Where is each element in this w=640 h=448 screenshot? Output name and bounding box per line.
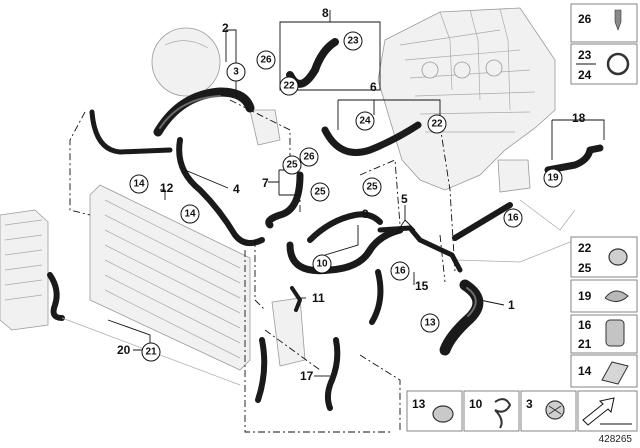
- circled-23: 23: [343, 31, 363, 51]
- svg-text:16: 16: [394, 266, 406, 277]
- svg-text:23: 23: [347, 36, 359, 47]
- circled-14-b: 14: [180, 204, 200, 224]
- svg-text:21: 21: [145, 347, 157, 358]
- legend-box-19: 19: [570, 279, 638, 313]
- callout-11: 11: [312, 291, 325, 305]
- circled-16-b: 16: [503, 208, 523, 228]
- svg-text:14: 14: [133, 179, 145, 190]
- circled-25-c: 25: [362, 177, 382, 197]
- svg-text:19: 19: [578, 289, 592, 303]
- svg-text:25: 25: [578, 261, 592, 275]
- svg-text:10: 10: [316, 259, 328, 270]
- circled-26: 26: [256, 50, 276, 70]
- svg-text:26: 26: [578, 12, 592, 26]
- engine-block: [377, 7, 556, 191]
- legend-box-3: 3: [520, 390, 577, 432]
- band-clamp-icon: [432, 405, 454, 423]
- radiator: [0, 184, 251, 371]
- assembly-lines: [69, 99, 456, 433]
- legend-box-14: 14: [570, 354, 638, 388]
- callout-1: 1: [508, 298, 515, 312]
- callout-12: 12: [160, 181, 174, 195]
- legend-box-23-24: 23 24: [570, 43, 638, 85]
- svg-text:23: 23: [578, 48, 592, 62]
- svg-text:13: 13: [412, 397, 426, 411]
- circled-24: 24: [355, 111, 375, 131]
- callout-15: 15: [415, 279, 429, 293]
- svg-text:16: 16: [507, 213, 519, 224]
- svg-text:22: 22: [283, 81, 295, 92]
- callout-9: 9: [362, 207, 369, 221]
- svg-text:26: 26: [303, 152, 315, 163]
- svg-text:10: 10: [469, 397, 483, 411]
- legend-box-arrow: [577, 390, 638, 432]
- svg-text:14: 14: [578, 364, 592, 378]
- bolt-icon: [614, 9, 622, 31]
- spring-clamp-icon: [604, 290, 629, 302]
- bottom-legend: 13 10 3: [406, 390, 638, 432]
- holder-icon: [494, 398, 512, 429]
- circled-13: 13: [420, 313, 440, 333]
- callout-2: 2: [222, 21, 229, 35]
- svg-text:22: 22: [578, 241, 592, 255]
- svg-text:24: 24: [359, 116, 371, 127]
- svg-text:22: 22: [431, 119, 443, 130]
- callout-18: 18: [572, 111, 586, 125]
- svg-text:3: 3: [526, 397, 533, 411]
- expansion-tank: [151, 27, 281, 146]
- o-ring-icon: [606, 52, 630, 76]
- svg-text:3: 3: [233, 67, 239, 78]
- document-id: 428265: [598, 434, 632, 445]
- hose-clip-icon: [601, 361, 629, 385]
- svg-text:26: 26: [260, 55, 272, 66]
- callout-20: 20: [117, 343, 131, 357]
- circled-3: 3: [226, 62, 246, 82]
- svg-text:13: 13: [424, 318, 436, 329]
- circled-callouts: 3 26 23 22 24 22 26 25 25 25 14 14 10 16…: [129, 31, 563, 362]
- legend-box-22-25: 22 25: [570, 236, 638, 278]
- leader-lines: [107, 10, 605, 377]
- svg-text:24: 24: [578, 68, 592, 82]
- circled-22-b: 22: [427, 114, 447, 134]
- lower-tank: [271, 297, 306, 367]
- legend-box-13: 13: [406, 390, 463, 432]
- callout-8: 8: [322, 6, 329, 20]
- clamp-icon: [608, 248, 628, 266]
- circled-14: 14: [129, 174, 149, 194]
- hose-group: [47, 38, 604, 411]
- legend-box-26: 26: [570, 3, 638, 43]
- circled-22: 22: [279, 76, 299, 96]
- callout-5: 5: [401, 192, 408, 206]
- svg-text:25: 25: [366, 182, 378, 193]
- legend-box-10: 10: [463, 390, 520, 432]
- right-metal-pipe: [454, 159, 576, 263]
- svg-text:19: 19: [547, 173, 559, 184]
- side-legend: 26 23 24 22 25 19 16 21 1: [570, 3, 638, 388]
- circled-25: 25: [282, 155, 302, 175]
- svg-text:25: 25: [286, 160, 298, 171]
- circled-19: 19: [543, 168, 563, 188]
- svg-text:21: 21: [578, 337, 592, 351]
- circled-21: 21: [141, 342, 161, 362]
- callout-6: 6: [370, 80, 377, 94]
- circled-16: 16: [390, 261, 410, 281]
- circled-26-b: 26: [299, 147, 319, 167]
- quick-connector-icon: [605, 319, 625, 347]
- legend-box-16-21: 16 21: [570, 314, 638, 354]
- callout-numbers: 2 8 6 4 7 12 9 5 15 11 1 18 17 20: [117, 6, 586, 383]
- callout-7: 7: [262, 176, 269, 190]
- callout-17: 17: [300, 369, 314, 383]
- direction-arrow-icon: [582, 397, 615, 426]
- callout-4: 4: [233, 182, 240, 196]
- svg-text:25: 25: [314, 187, 326, 198]
- svg-text:16: 16: [578, 318, 592, 332]
- circled-25-b: 25: [310, 182, 330, 202]
- svg-text:14: 14: [184, 209, 196, 220]
- circled-10: 10: [312, 254, 332, 274]
